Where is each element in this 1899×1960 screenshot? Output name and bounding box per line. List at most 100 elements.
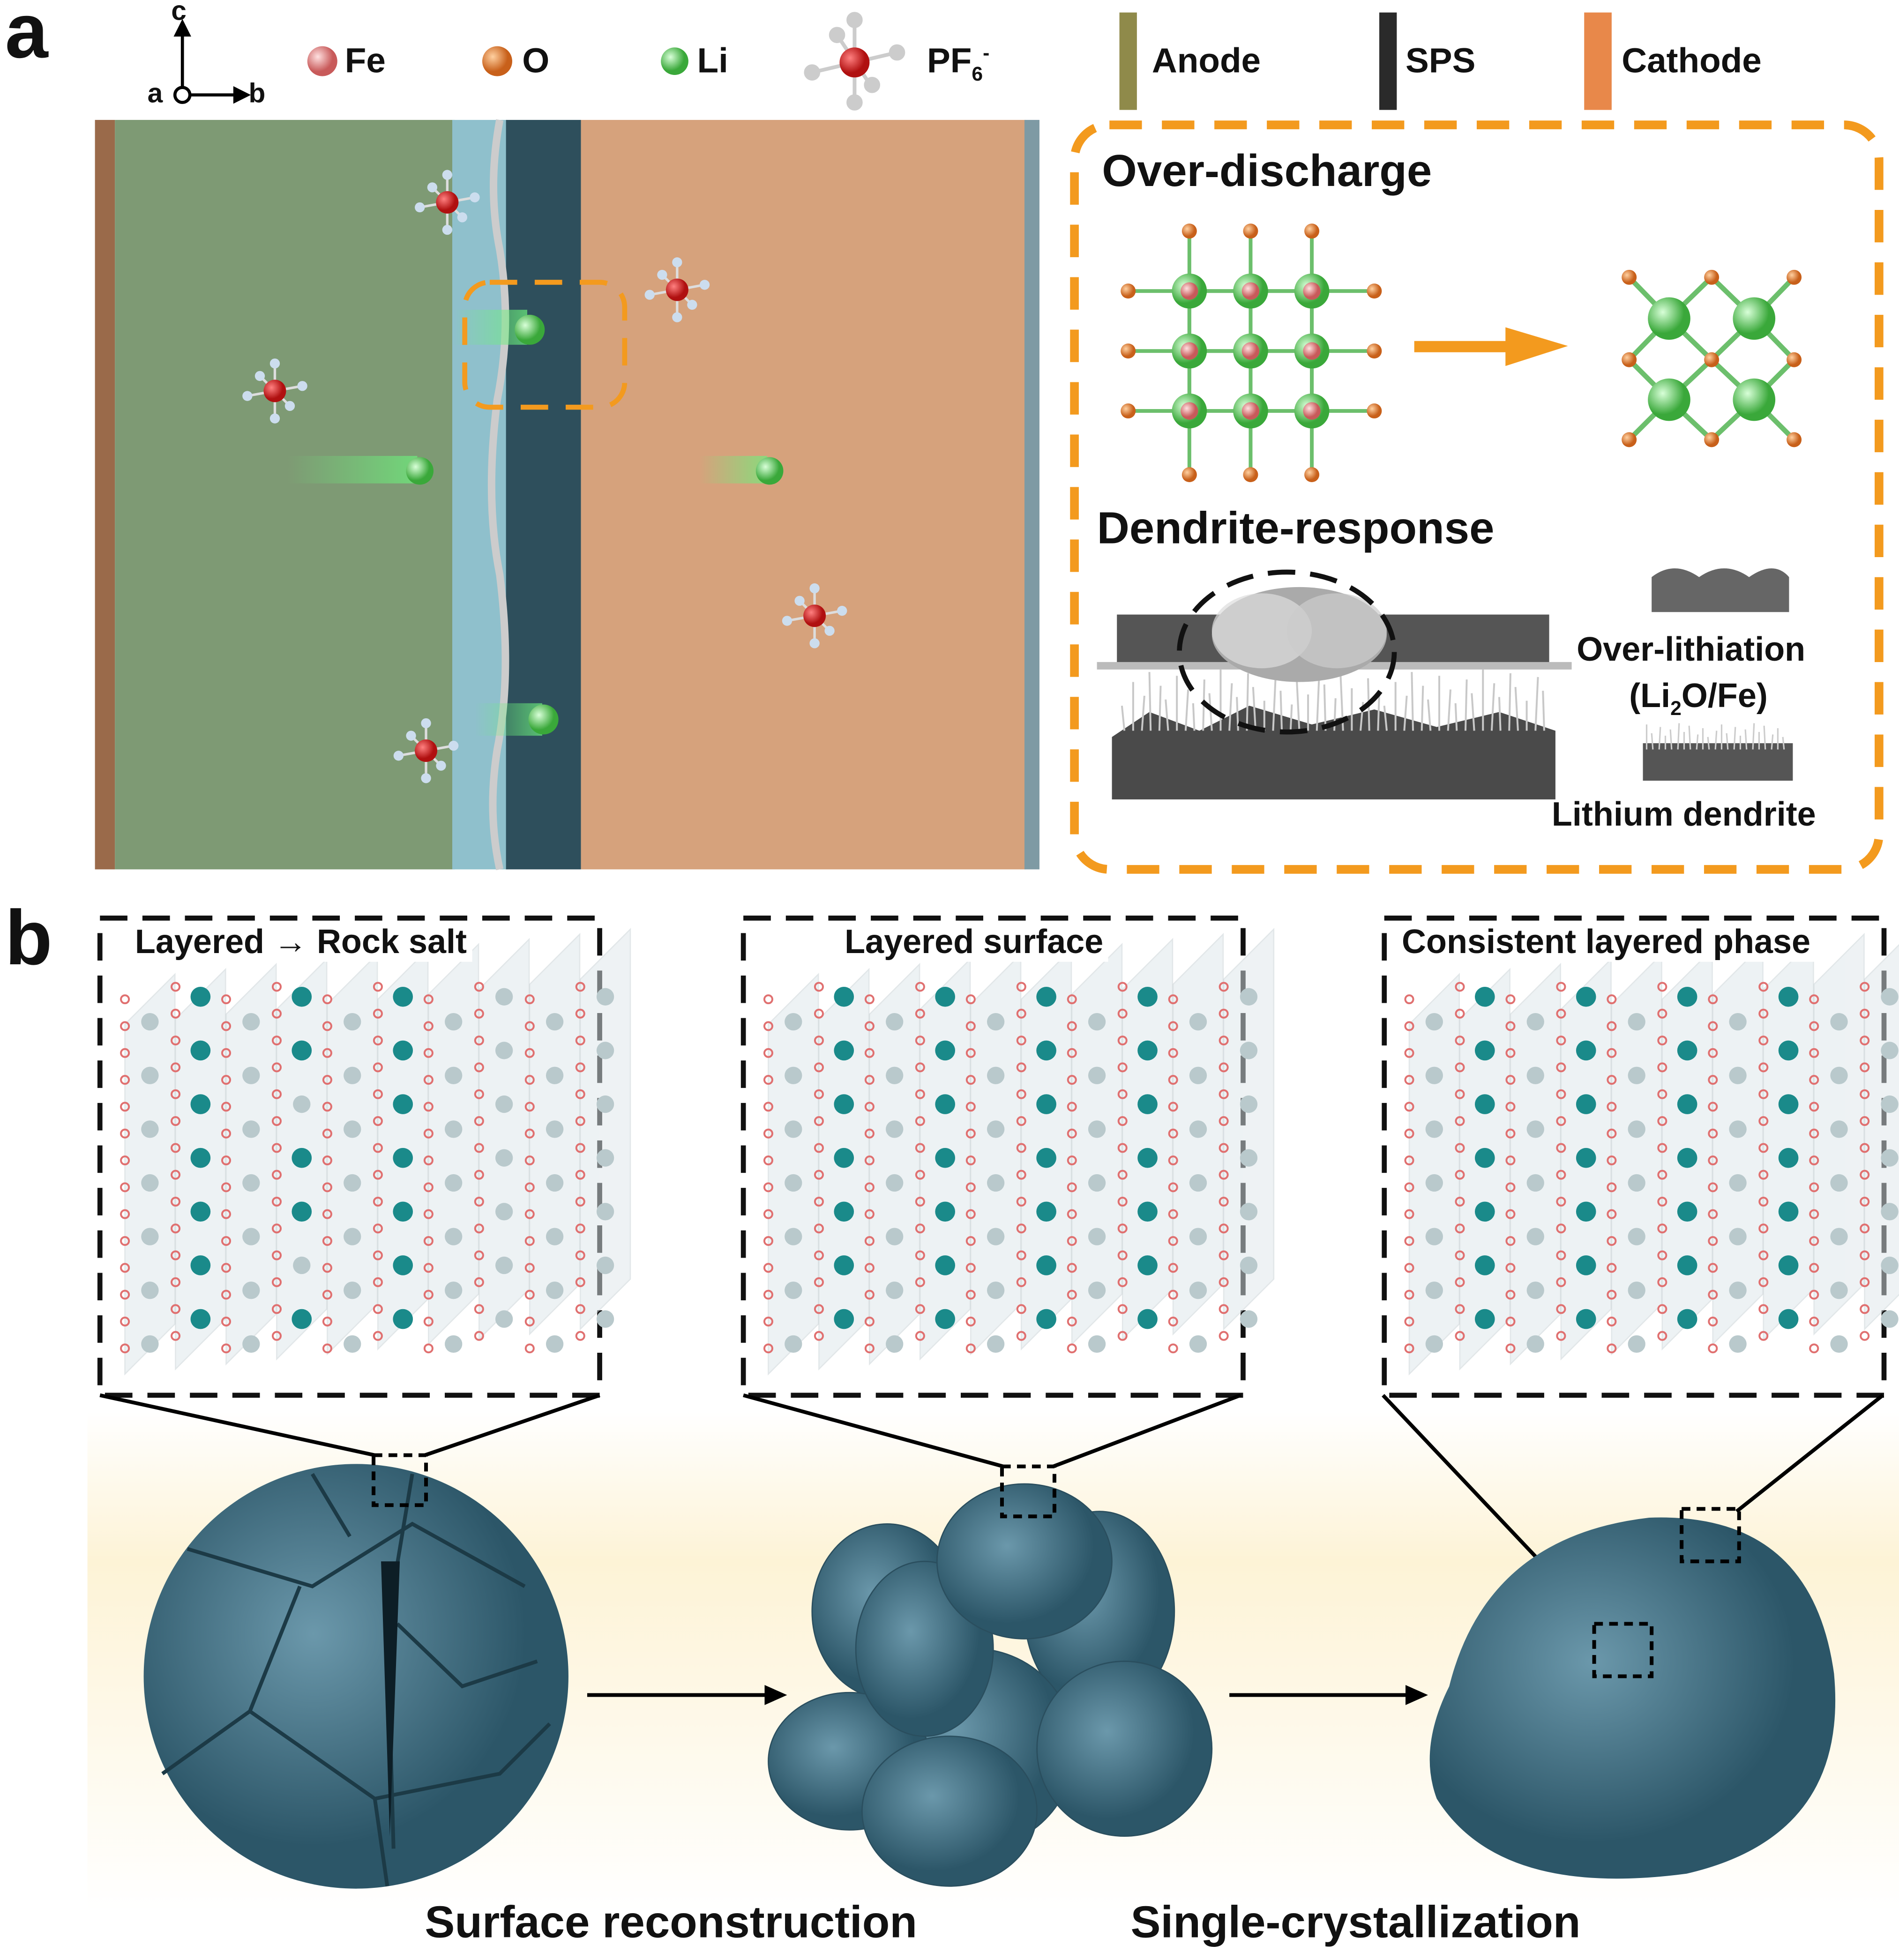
li-site-atom xyxy=(1425,1013,1443,1031)
li-site-atom xyxy=(987,1174,1005,1192)
li-site-atom xyxy=(1628,1066,1645,1084)
tm-atom xyxy=(393,1255,413,1275)
fe-atom xyxy=(1241,342,1260,360)
li-site-atom xyxy=(886,1174,904,1192)
tm-atom xyxy=(190,1201,211,1222)
li-site-atom xyxy=(886,1228,904,1245)
li-site-atom xyxy=(886,1013,904,1031)
li-site-atom xyxy=(141,1120,159,1138)
legend-anode: Anode xyxy=(1151,41,1261,80)
tm-atom xyxy=(1474,1040,1495,1061)
arrow-icon xyxy=(1414,327,1568,366)
li-site-atom xyxy=(1088,1066,1106,1084)
li-site-atom xyxy=(596,1203,614,1221)
tm-atom xyxy=(292,1309,312,1329)
li-site-atom xyxy=(785,1282,802,1299)
o-atom xyxy=(1787,432,1802,447)
tm-atom xyxy=(1137,1040,1158,1061)
tm-atom xyxy=(190,1094,211,1114)
tm-atom xyxy=(1036,1309,1056,1329)
axis-c-label: c xyxy=(171,0,187,26)
tm-atom xyxy=(834,1201,854,1222)
li-site-atom xyxy=(546,1066,564,1084)
tm-atom xyxy=(1137,1094,1158,1114)
o-atom xyxy=(1704,352,1720,367)
tm-atom xyxy=(1036,986,1056,1007)
legend-fe: Fe xyxy=(344,41,386,80)
li-site-atom xyxy=(495,1203,513,1221)
li-site-atom xyxy=(1088,1120,1106,1138)
tm-atom xyxy=(834,1255,854,1275)
li-site-atom xyxy=(242,1282,260,1299)
tm-atom xyxy=(1137,1255,1158,1275)
li-site-atom xyxy=(1830,1335,1848,1353)
over-lithiation-label: Over-lithiation xyxy=(1577,631,1806,669)
li-site-atom xyxy=(1881,988,1899,1006)
tm-atom xyxy=(190,1148,211,1168)
tm-atom xyxy=(935,1148,956,1168)
li-atom xyxy=(1733,297,1776,340)
li-site-atom xyxy=(1729,1228,1747,1245)
li-site-atom xyxy=(141,1013,159,1031)
li-site-atom xyxy=(445,1120,463,1138)
tm-atom xyxy=(1576,1309,1596,1329)
tm-atom xyxy=(935,986,956,1007)
tm-atom xyxy=(1474,1201,1495,1222)
o-atom-icon xyxy=(482,46,512,76)
li-site-atom xyxy=(141,1228,159,1245)
crystal-box xyxy=(1382,916,1899,1398)
li-site-atom xyxy=(1240,1042,1258,1059)
li-site-atom xyxy=(1628,1282,1645,1299)
tm-atom xyxy=(935,1309,956,1329)
li-site-atom xyxy=(1526,1066,1544,1084)
tm-atom xyxy=(1137,1201,1158,1222)
tm-atom xyxy=(1036,1148,1056,1168)
li-site-atom xyxy=(1881,1256,1899,1274)
pf6-molecule xyxy=(242,358,307,424)
li-site-atom xyxy=(1830,1228,1848,1245)
li-site-atom xyxy=(1628,1120,1645,1138)
li-site-atom xyxy=(1425,1120,1443,1138)
tm-atom xyxy=(1576,1255,1596,1275)
fe-atom xyxy=(1241,402,1260,420)
tm-atom xyxy=(1677,1094,1697,1114)
tm-atom xyxy=(393,1148,413,1168)
li-site-atom xyxy=(1830,1013,1848,1031)
li-site-atom xyxy=(1189,1120,1207,1138)
fe-atom xyxy=(1181,282,1198,300)
tm-atom xyxy=(190,1255,211,1275)
tm-atom xyxy=(935,1094,956,1114)
tm-atom xyxy=(1474,1309,1495,1329)
li-site-atom xyxy=(1088,1228,1106,1245)
li-site-atom xyxy=(1881,1095,1899,1113)
li-site-atom xyxy=(1628,1174,1645,1192)
li-site-atom xyxy=(1526,1282,1544,1299)
li-site-atom xyxy=(1088,1174,1106,1192)
li-site-atom xyxy=(1881,1310,1899,1328)
pf6-molecule xyxy=(644,257,710,322)
li-site-atom xyxy=(1240,1310,1258,1328)
li-site-atom xyxy=(546,1335,564,1353)
tm-atom xyxy=(1036,1255,1056,1275)
li-site-atom xyxy=(141,1066,159,1084)
tm-atom xyxy=(1576,1094,1596,1114)
legend-cathode: Cathode xyxy=(1622,41,1762,80)
li-site-atom xyxy=(546,1282,564,1299)
axes-icon xyxy=(173,19,251,104)
li-site-atom xyxy=(1628,1013,1645,1031)
li-site-atom xyxy=(785,1066,802,1084)
li-site-atom xyxy=(495,1310,513,1328)
li-site-atom xyxy=(242,1013,260,1031)
box-title-layered-surface: Layered surface xyxy=(839,923,1108,962)
li-site-atom xyxy=(596,1310,614,1328)
li-site-atom xyxy=(596,1256,614,1274)
agglomerated-particle xyxy=(768,1464,1213,1887)
li-site-atom xyxy=(1526,1335,1544,1353)
li-site-atom xyxy=(1729,1066,1747,1084)
tm-atom xyxy=(1778,1094,1799,1114)
lithium-dendrite-label: Lithium dendrite xyxy=(1551,796,1816,834)
tm-atom xyxy=(1576,1148,1596,1168)
tm-atom xyxy=(1474,1255,1495,1275)
li-site-atom xyxy=(1088,1335,1106,1353)
tm-atom xyxy=(834,1148,854,1168)
